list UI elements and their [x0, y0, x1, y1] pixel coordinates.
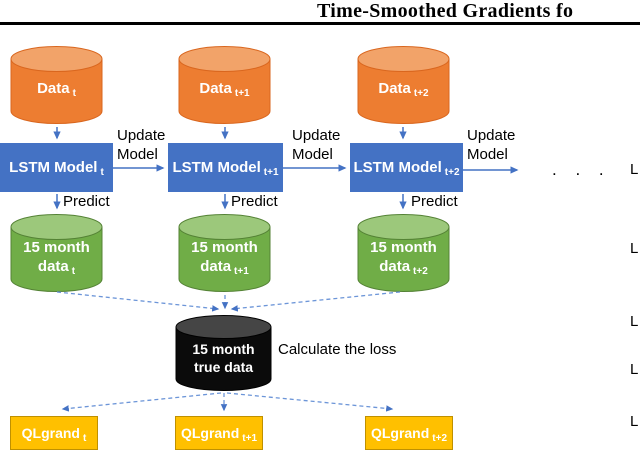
true-data-cylinder-label: 15 month true data: [192, 341, 255, 375]
cylinder-shape: [175, 315, 272, 391]
right-text-fragment-4: L: [630, 361, 639, 378]
predict-label-1: Predict: [63, 193, 110, 210]
dashed-arrow-output1-to-loss: [56, 291, 220, 312]
cylinder-shape: [178, 214, 271, 292]
dashed-arrow-loss-to-grad3: [226, 392, 394, 412]
cylinder-shape: [357, 214, 450, 292]
predict-label-3: Predict: [411, 193, 458, 210]
cylinder-shape: [10, 46, 103, 124]
continuation-ellipsis: . . .: [552, 160, 611, 179]
header-rule: [0, 22, 640, 25]
predict-label-2: Predict: [231, 193, 278, 210]
cylinder-shape: [357, 46, 450, 124]
dashed-arrow-output3-to-loss: [230, 291, 401, 312]
cylinder-shape: [10, 214, 103, 292]
right-text-fragment-3: L: [630, 313, 639, 330]
right-text-fragment-2: L: [630, 240, 639, 257]
true-data-cylinder: 15 month true data: [175, 314, 272, 392]
right-text-fragment-1: L: [630, 161, 639, 178]
dashed-arrow-loss-to-grad1: [61, 392, 222, 412]
paper-title: Time-Smoothed Gradients fo: [317, 0, 574, 22]
calculate-loss-label: Calculate the loss: [278, 341, 397, 358]
right-text-fragment-5: L: [630, 413, 639, 430]
cylinder-shape: [178, 46, 271, 124]
